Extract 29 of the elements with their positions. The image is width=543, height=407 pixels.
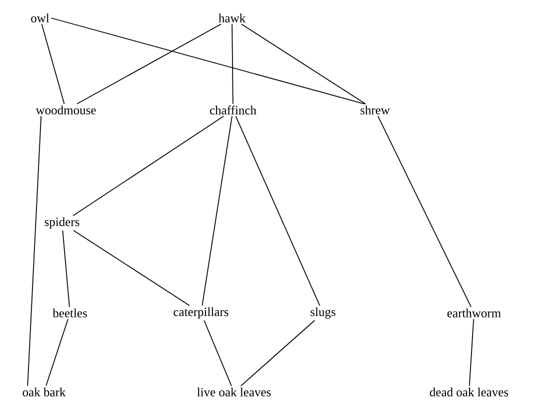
food-chain-line <box>50 18 365 104</box>
species-label: caterpillars <box>174 307 228 319</box>
food-chain-line <box>72 230 190 306</box>
species-label: hawk <box>218 14 246 22</box>
species-label: dead oak leaves <box>430 388 508 396</box>
food-chain-line <box>232 24 234 104</box>
species-label: oak bark <box>22 388 66 396</box>
species-label: beetles <box>52 308 87 318</box>
species-label: earthworm <box>447 308 501 318</box>
food-chain-line <box>41 24 65 104</box>
food-chain-line <box>72 116 224 216</box>
species-label: woodmouse <box>36 106 96 114</box>
food-chain-line <box>202 116 232 306</box>
food-chain-line <box>62 230 70 308</box>
food-chain-line <box>240 320 316 386</box>
species-label: slugs <box>310 307 336 319</box>
species-label: chaffinch <box>210 106 256 114</box>
food-chain-line <box>241 24 366 104</box>
food-chain-line <box>204 320 232 386</box>
food-chain-line <box>235 116 320 306</box>
species-label: spiders <box>44 217 80 229</box>
species-label: shrew <box>360 106 390 114</box>
species-label: owl <box>31 14 50 22</box>
food-chain-line <box>378 116 472 308</box>
food-chain-line <box>27 116 42 386</box>
species-label: live oak leaves <box>197 388 271 396</box>
food-chain-line <box>46 318 68 386</box>
food-chain-line <box>76 24 222 104</box>
food-chain-line <box>468 318 474 386</box>
